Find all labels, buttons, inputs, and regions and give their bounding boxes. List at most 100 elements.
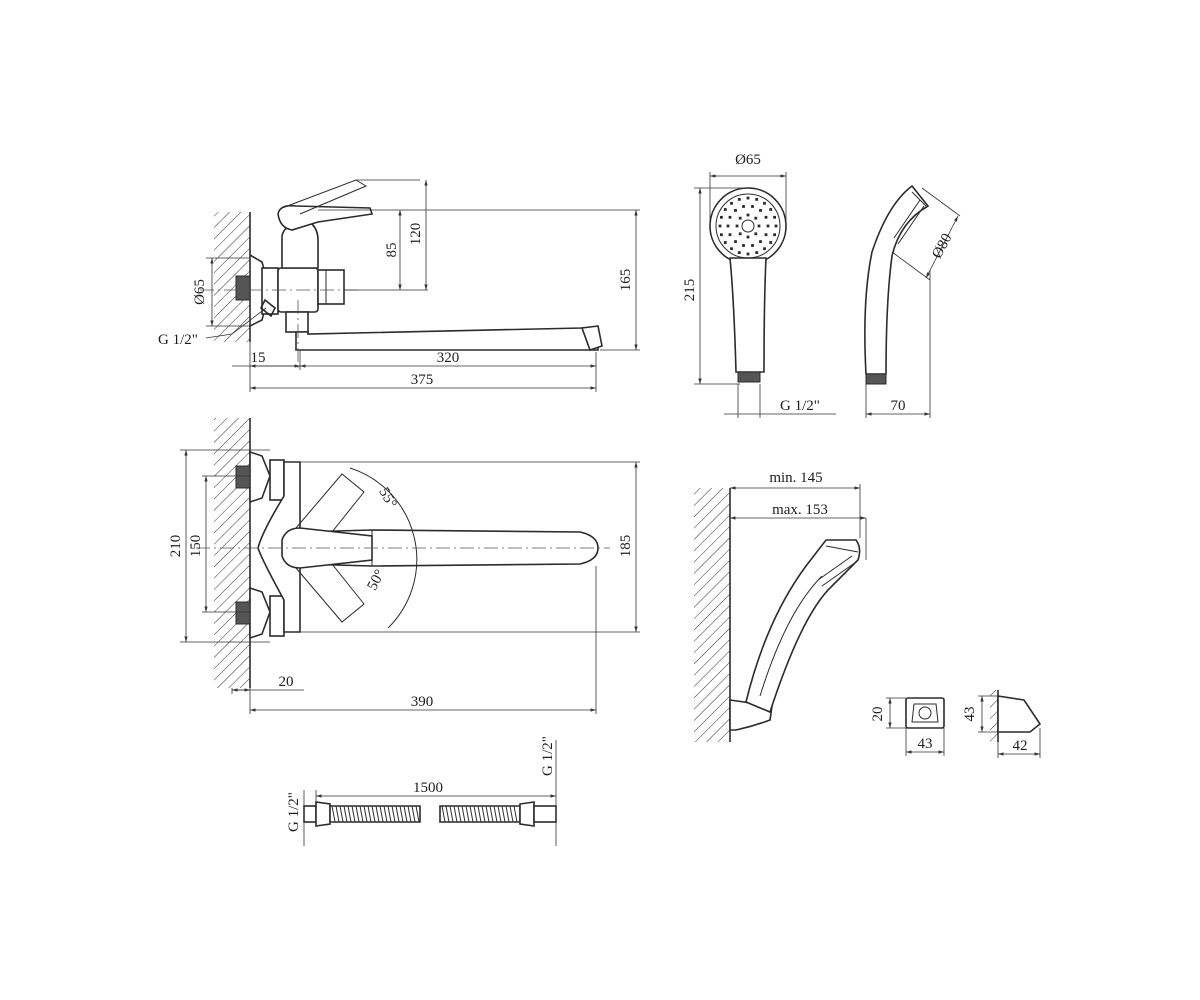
hose-coil — [501, 805, 506, 823]
nozzle-dot — [746, 252, 750, 256]
nozzle-dot — [755, 198, 759, 201]
nozzle-dot — [738, 216, 742, 220]
bracket-dim-20: 20 — [870, 707, 886, 722]
hose-coil — [359, 805, 364, 823]
top-view: 210 150 185 55° 50° 20 390 — [168, 418, 640, 714]
side-dim-d65: Ø65 — [192, 279, 208, 305]
hose-coil — [403, 805, 408, 823]
hose-coil — [485, 805, 490, 823]
wall-hatch-top — [214, 418, 250, 688]
hose-coil — [395, 805, 400, 823]
hose-coil — [473, 805, 478, 823]
bracket-dim-43-side: 43 — [962, 707, 978, 722]
hose-coil — [497, 805, 502, 823]
handshower-dim-70: 70 — [891, 398, 906, 414]
nozzle-dot — [769, 208, 773, 211]
nozzle-dot — [766, 224, 770, 228]
hose-coil — [489, 805, 494, 823]
nozzle-dot — [730, 201, 733, 205]
nozzle-dot — [754, 232, 758, 236]
hose-length-label: 1500 — [413, 780, 443, 796]
side-view: Ø65 85 120 165 15 320 375 G 1/2" — [158, 179, 640, 392]
handshower-dim-215: 215 — [682, 279, 698, 302]
nozzle-dot — [757, 224, 761, 228]
nozzle-pattern — [718, 196, 778, 256]
nozzle-dot — [742, 205, 745, 208]
hose-coil — [457, 805, 462, 823]
hose-coil — [331, 805, 336, 823]
side-dim-15: 15 — [251, 350, 266, 366]
hose-coil — [469, 805, 474, 823]
holder-min-label: min. 145 — [769, 470, 822, 486]
nozzle-dot — [720, 233, 723, 237]
nozzle-dot — [746, 235, 750, 239]
nozzle-dot — [759, 209, 762, 212]
bracket-dim-42: 42 — [1013, 738, 1028, 754]
top-dim-150: 150 — [188, 535, 204, 558]
handshower-thread-label: G 1/2" — [780, 398, 820, 414]
hose-coil — [343, 805, 348, 823]
nozzle-dot — [751, 244, 754, 247]
hose-coil — [513, 805, 518, 823]
nozzle-dot — [735, 224, 739, 228]
wall-holder-view: min. 145 max. 153 — [694, 470, 867, 742]
hose-coil — [387, 805, 392, 823]
hose-coil — [335, 805, 340, 823]
hose-coil — [379, 805, 384, 823]
nozzle-dot — [734, 209, 737, 212]
nozzle-dot — [773, 215, 776, 219]
top-dim-185: 185 — [618, 535, 634, 558]
hose-coil — [391, 805, 396, 823]
hose-coil — [509, 805, 514, 823]
hose-coil — [371, 805, 376, 823]
nozzle-dot — [746, 213, 750, 217]
nozzle-dot — [746, 196, 750, 200]
nozzle-dot — [726, 224, 730, 228]
nozzle-dot — [738, 232, 742, 236]
hose-coil — [461, 805, 466, 823]
hose-coil — [363, 805, 368, 823]
hose-coil — [445, 805, 450, 823]
side-dim-85: 85 — [384, 243, 400, 258]
hose-coil — [383, 805, 388, 823]
hose-coil — [407, 805, 412, 823]
nozzle-dot — [720, 215, 723, 219]
side-dim-320: 320 — [437, 350, 460, 366]
nozzle-dot — [737, 198, 741, 201]
hose-coil — [441, 805, 446, 823]
nozzle-dot — [737, 251, 741, 254]
hose-coil — [493, 805, 498, 823]
top-dim-20: 20 — [279, 674, 294, 690]
handshower-dim-d80: Ø80 — [929, 231, 955, 261]
handshower-front-view: Ø65 215 G 1/2" — [682, 152, 836, 418]
nozzle-dot — [751, 205, 754, 208]
nozzle-dot — [734, 240, 737, 243]
top-dim-390: 390 — [411, 694, 434, 710]
nozzle-dot — [742, 244, 745, 247]
nozzle-dot — [773, 233, 776, 237]
hose-coils-right — [441, 805, 518, 823]
hose-coil — [477, 805, 482, 823]
nozzle-dot — [730, 247, 733, 251]
nozzle-dot — [774, 224, 778, 228]
side-thread-label: G 1/2" — [158, 332, 198, 348]
nozzle-dot — [754, 216, 758, 220]
hose-coil — [481, 805, 486, 823]
bracket-dim-43-front: 43 — [918, 736, 933, 752]
nozzle-dot — [759, 240, 762, 243]
hose-coil — [415, 805, 420, 823]
side-dim-120: 120 — [408, 223, 424, 246]
bracket-views: 20 43 43 42 — [870, 690, 1042, 758]
holder-max-label: max. 153 — [772, 502, 828, 518]
hose-view: 1500 G 1/2" G 1/2" — [286, 736, 557, 846]
nozzle-dot — [763, 247, 766, 251]
side-dim-375: 375 — [411, 372, 434, 388]
hose-coil — [355, 805, 360, 823]
handshower-dim-d65: Ø65 — [735, 152, 761, 168]
angle-55: 55° — [375, 485, 399, 511]
hose-coil — [449, 805, 454, 823]
nozzle-dot — [764, 215, 768, 219]
hose-coil — [399, 805, 404, 823]
hose-coil — [411, 805, 416, 823]
